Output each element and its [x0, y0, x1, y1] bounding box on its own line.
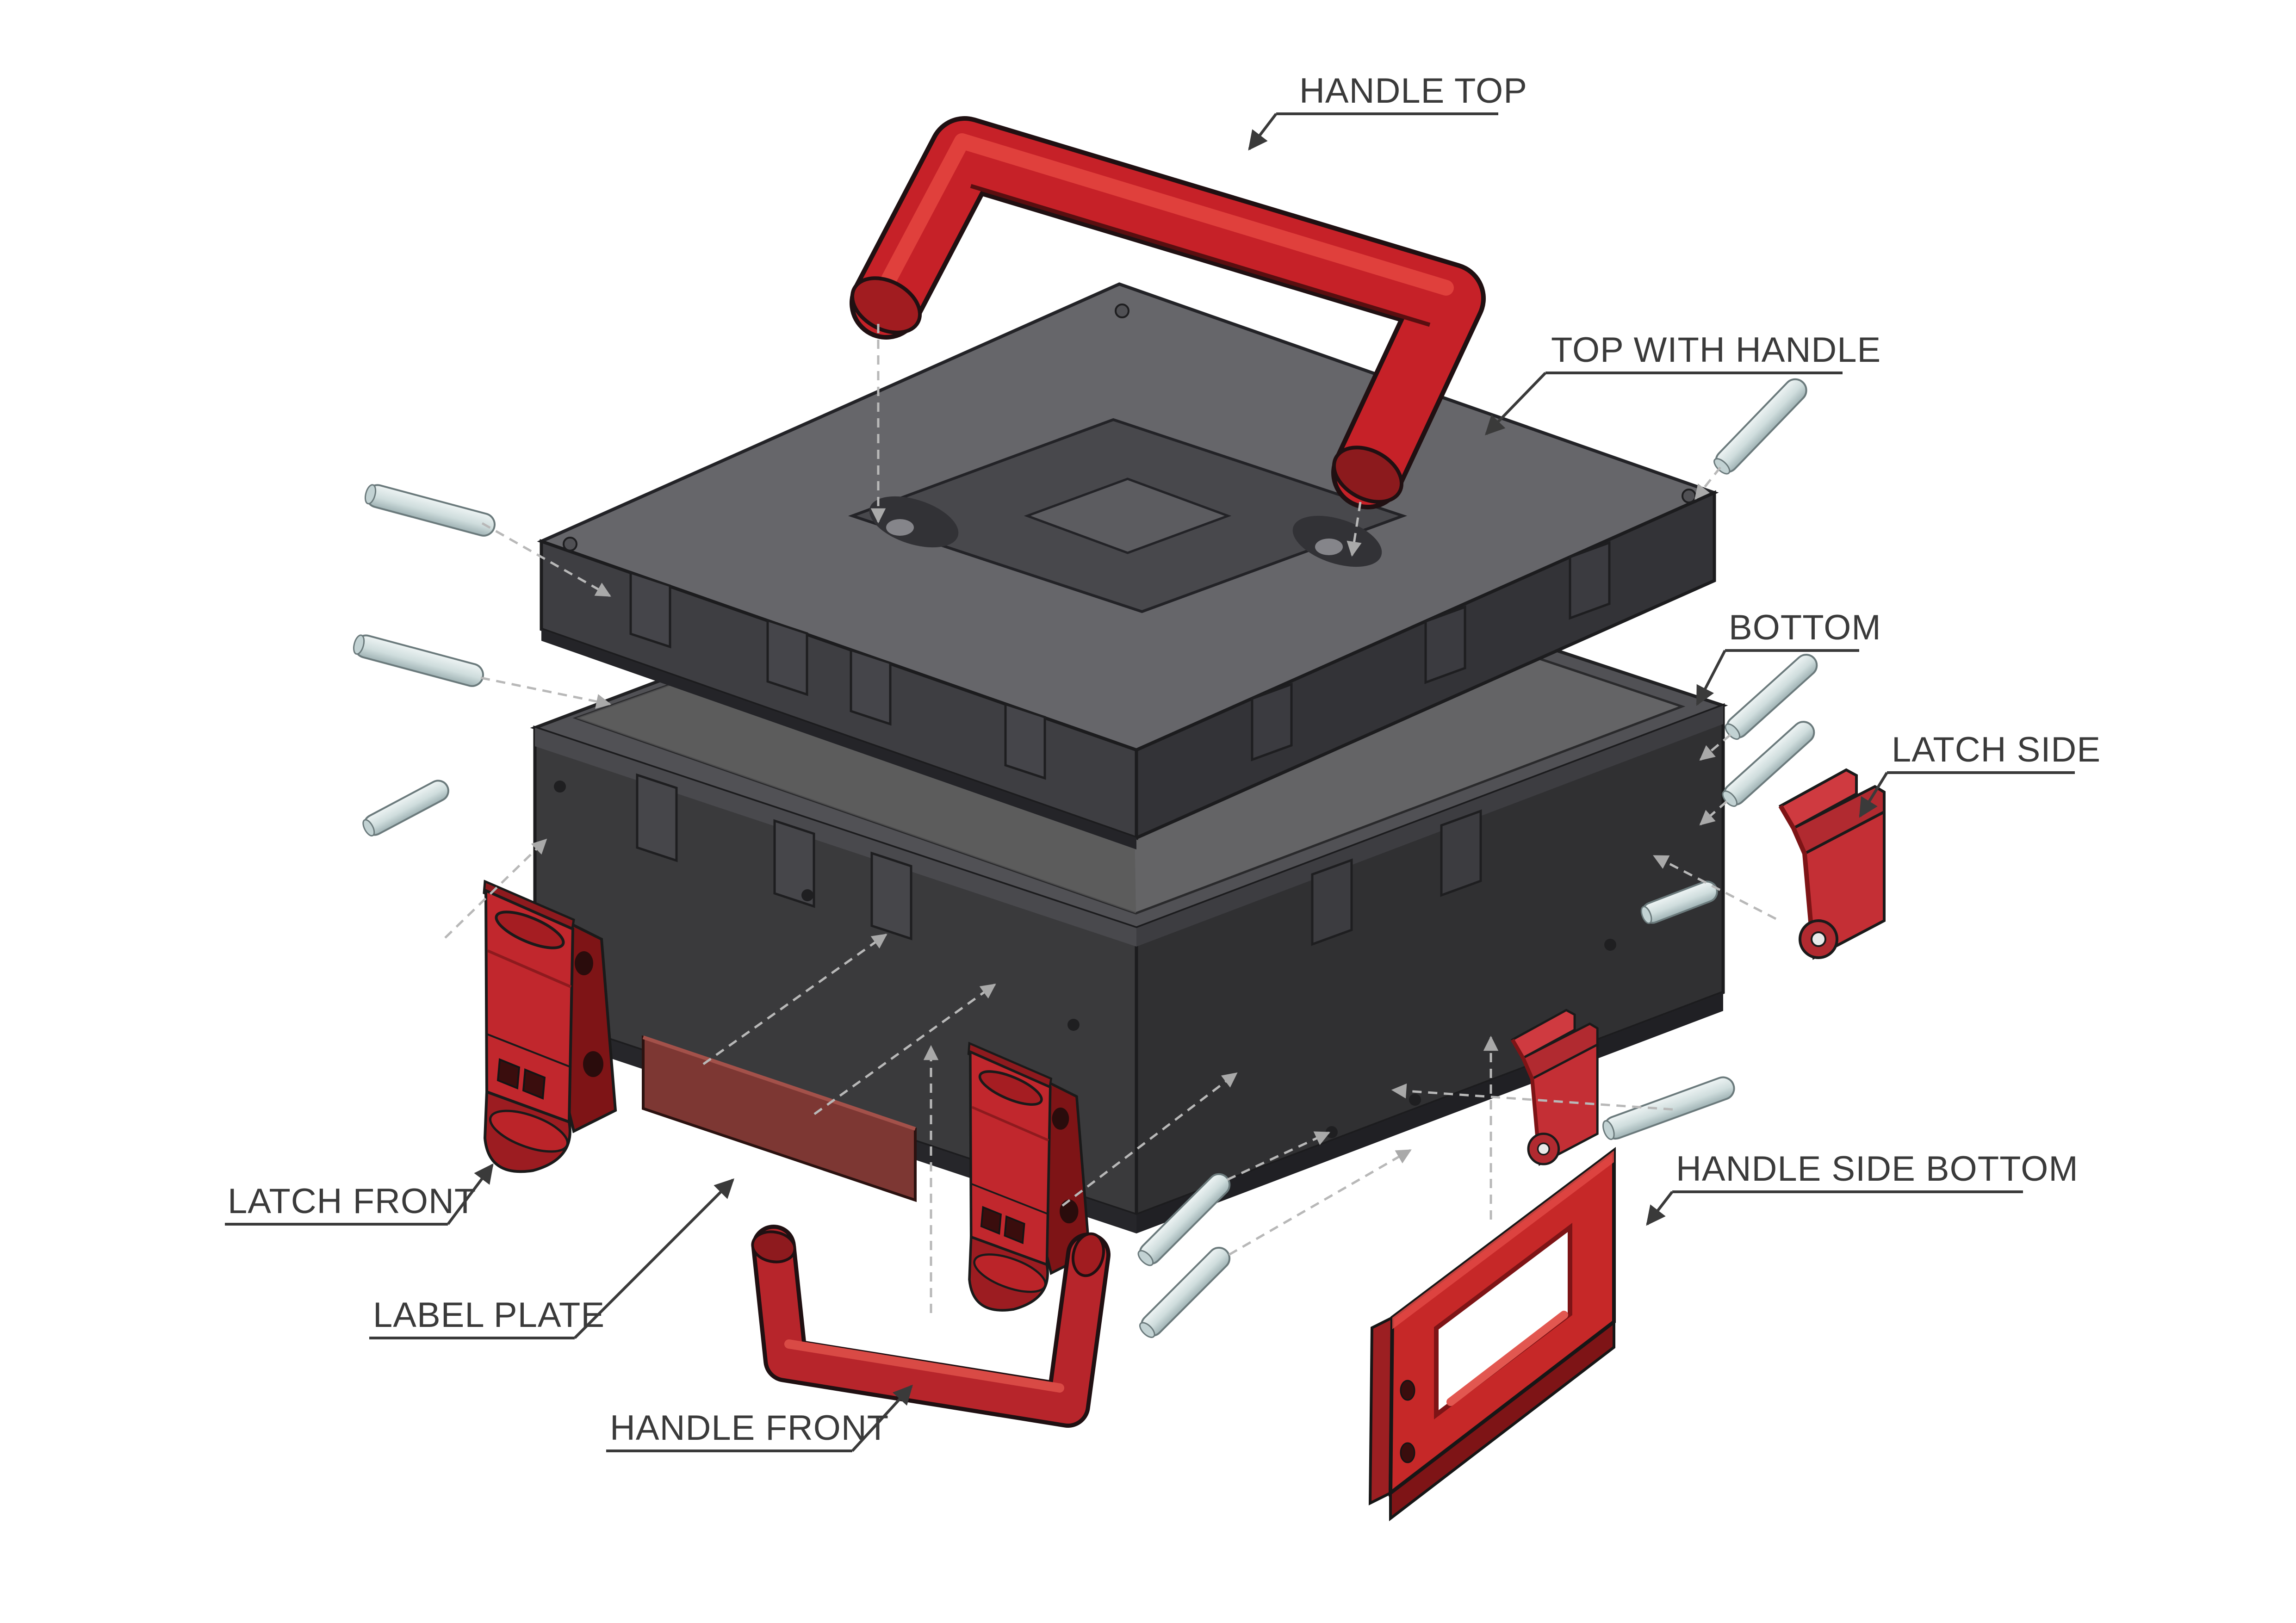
handle-top-highlight [875, 133, 1454, 298]
callout-top-with-handle: TOP WITH HANDLE [1485, 330, 1881, 436]
leader-line [1485, 372, 1547, 436]
frame-screw-hole [1400, 1442, 1415, 1463]
lid-corner-boss [563, 537, 577, 551]
leader-line [1859, 772, 1888, 818]
assembly-dashed-line [1653, 855, 1777, 920]
assembly-guide-lines [444, 324, 1777, 1313]
pin [1713, 378, 1807, 475]
assembly-dashed-line [1699, 734, 1731, 761]
handle-top-crease [970, 184, 1431, 327]
callout-latch-front: LATCH FRONT [225, 1163, 494, 1226]
label-latch-front: LATCH FRONT [228, 1182, 476, 1221]
assembly-dashed-line [702, 933, 887, 1065]
lid-rim-tab [1569, 541, 1611, 620]
part-latch-side [1781, 770, 1884, 958]
assembly-dashed-line [1228, 1149, 1412, 1256]
callout-handle-front: HANDLE FRONT [606, 1384, 913, 1452]
lid-corner-boss [1115, 304, 1129, 318]
assembly-dashed-line [481, 522, 611, 597]
pin [1722, 721, 1815, 807]
callout-bottom: BOTTOM [1696, 608, 1881, 706]
assembly-dashed-line [480, 676, 612, 709]
assembly-dashed-line [1694, 466, 1721, 500]
part-handle-side-bottom [1368, 1146, 1616, 1522]
handle-top-foot [1332, 446, 1404, 504]
pin [362, 780, 449, 836]
case-pin-hole [1067, 1019, 1080, 1031]
frame-screw-hole [1400, 1380, 1415, 1401]
pin [1602, 1076, 1735, 1140]
label-plate-edge-highlight [642, 1035, 916, 1131]
assembly-dashed-line [1061, 1072, 1238, 1207]
label-handle-top: HANDLE TOP [1299, 71, 1527, 111]
handle-top-foot [850, 276, 922, 335]
part-handle-front [751, 1225, 1111, 1428]
label-handle-side-bottom: HANDLE SIDE BOTTOM [1676, 1149, 2079, 1189]
label-label-plate: LABEL PLATE [373, 1295, 605, 1335]
hinge-pins [353, 378, 1818, 1338]
part-latch-side-bottom-clip [1513, 1010, 1598, 1164]
callouts: HANDLE TOP TOP WITH HANDLE BOTTOM LATCH … [225, 71, 2101, 1452]
frame-grip-highlight [1446, 1311, 1568, 1406]
lid-rim-tab [1251, 682, 1293, 762]
label-latch-side: LATCH SIDE [1892, 730, 2101, 769]
part-handle-top [850, 116, 1486, 509]
assembly-dashed-line [1226, 1131, 1330, 1181]
callout-label-plate: LABEL PLATE [369, 1178, 734, 1339]
lid-rim-tab [1424, 605, 1466, 684]
handle-front-body [756, 1229, 1106, 1424]
frame-top-highlight [1392, 1151, 1614, 1329]
case-pin-hole [1409, 1094, 1421, 1106]
frame-inner-bevel [1434, 1222, 1572, 1420]
label-top-with-handle: TOP WITH HANDLE [1551, 330, 1881, 370]
lid-corner-boss [1682, 489, 1696, 503]
pin [1137, 1173, 1231, 1266]
assembly-dashed-line [1347, 502, 1362, 557]
leader-line [1248, 113, 1278, 151]
assembly-dashed-line [444, 838, 547, 939]
pin [353, 634, 484, 687]
handle-front-cap [751, 1230, 796, 1264]
leader-line [447, 1163, 494, 1225]
assembly-dashed-line [1699, 800, 1728, 826]
case-latch-tab [1311, 858, 1353, 946]
handle-top-body [854, 121, 1481, 505]
lid-front-lip [541, 629, 1136, 849]
lid-pivot-boss [886, 519, 914, 536]
lid-rim-tab [850, 648, 892, 726]
callout-latch-side: LATCH SIDE [1859, 730, 2101, 818]
case-latch-tab [636, 773, 678, 862]
handle-front-cap [1072, 1232, 1105, 1277]
pin [364, 484, 496, 537]
case-latch-tab [1440, 809, 1482, 897]
leader-line [1646, 1191, 1674, 1226]
case-front-rim-band [535, 728, 1136, 947]
callout-handle-side-bottom: HANDLE SIDE BOTTOM [1646, 1149, 2079, 1226]
case-right-rim-band [1136, 706, 1723, 947]
frame-face [1388, 1146, 1616, 1497]
label-bottom: BOTTOM [1729, 608, 1881, 647]
label-handle-front: HANDLE FRONT [610, 1408, 889, 1448]
lid-rim-tab [629, 571, 671, 649]
lid-recess-island [1024, 477, 1232, 554]
lid-rim-tab [1004, 702, 1046, 780]
case-latch-tab [870, 851, 912, 941]
pin [1139, 1246, 1231, 1338]
leader-line [851, 1384, 913, 1452]
case-pin-hole [554, 781, 566, 793]
lid-pivot-boss [1315, 539, 1343, 555]
case-pin-hole [1604, 939, 1616, 951]
case-latch-tab [773, 819, 815, 908]
part-label-plate [642, 1035, 917, 1202]
assembly-dashed-line [813, 983, 996, 1115]
leader-line [573, 1178, 734, 1339]
leader-line [1696, 650, 1726, 706]
case-pin-hole [801, 889, 813, 901]
lid-recess-pocket [869, 496, 959, 548]
lid-rim-tab [766, 619, 808, 696]
callout-handle-top: HANDLE TOP [1248, 71, 1527, 151]
handle-front-highlight [784, 1339, 1064, 1393]
